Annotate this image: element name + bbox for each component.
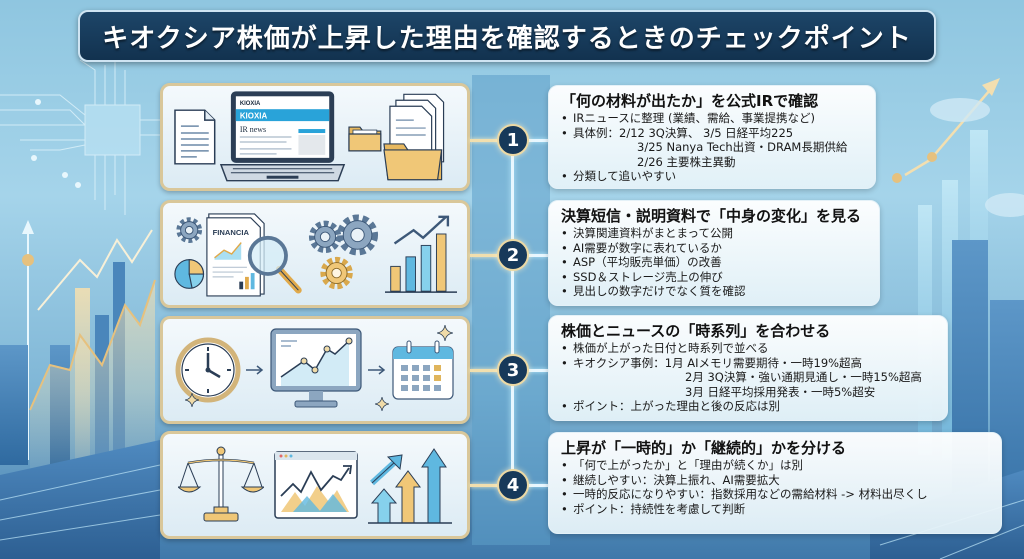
laptop-banner-text: KIOXIA [240,112,268,121]
report-label: FINANCIA [213,228,250,237]
arrow-right-icon [246,365,264,375]
step-3-illustration [160,316,470,424]
step-1-card: 「何の材料が出たか」を公式IRで確認 IRニュースに整理 (業績、需給、事業提携… [548,85,876,189]
step-4-bullet: ポイント：持続性を考慮して判断 [561,502,991,517]
bar-chart-up-icon [384,215,457,293]
arrow-right-icon [367,365,385,375]
gear-pie-icons [174,217,205,289]
sparkle-icon [375,397,389,411]
step-1-bullet-list: IRニュースに整理 (業績、需給、事業提携など) 具体例：2/12 3Q決算、 … [561,111,865,184]
pie-chart-icon [174,259,205,289]
step-4-bullet: 継続しやすい：決算上振れ、AI需要拡大 [561,473,991,488]
step-1-heading: 「何の材料が出たか」を公式IRで確認 [561,92,819,110]
step-2-connector-left [470,254,500,257]
step-1-number-badge: 1 [497,124,529,156]
step-1-continuation: 2/26 主要株主異動 [637,154,736,169]
timeline-spine [511,135,514,485]
step-3-bullet: ポイント：上がった理由と後の反応は別 [561,399,937,414]
document-stack-folder-icon [382,93,444,181]
step-2-bullet-list: 決算関連資料がまとまって公開 AI需要が数字に表れているか ASP（平均販売単価… [561,226,869,299]
rising-arrows-icon [368,448,453,524]
step-3-bullet: キオクシア事例：1月 AIメモリ需要期待・一時19%超高 [561,356,937,371]
gold-gear-icon [320,256,354,290]
sparkle-icon [437,325,453,341]
laptop-ir-news-text: IR news [240,125,266,134]
step-2-illustration: FINANCIA [160,200,470,308]
step-4-number-badge: 4 [497,469,529,501]
step-3-heading: 株価とニュースの「時系列」を合わせる [561,322,831,340]
gear-icon [176,217,203,244]
step-1-continuation: 3/25 Nanya Tech出資・DRAM長期供給 [637,140,848,154]
step-2-bullet: AI需要が数字に表れているか [561,241,869,256]
step-4-illustration [160,431,470,539]
clock-icon [175,337,241,403]
folder-icon [348,126,382,152]
step-4-bullet: 「何で上がったか」と「理由が続くか」は別 [561,458,991,473]
monitor-line-chart-icon [270,328,362,408]
page-title: キオクシア株価が上昇した理由を確認するときのチェックポイント [102,23,912,54]
magnifier-icon [248,235,303,294]
title-banner: キオクシア株価が上昇した理由を確認するときのチェックポイント [78,10,936,62]
balance-scale-icon [177,446,264,522]
step-4-connector-right [524,484,548,487]
step-1-connector-right [524,139,548,142]
step-2-bullet: 決算関連資料がまとまって公開 [561,226,869,241]
step-1-illustration: KIOXIA KIOXIA IR news [160,83,470,191]
step-3-connector-left [470,369,500,372]
step-2-number-badge: 2 [497,239,529,271]
step-4-bullet: 一時的反応になりやすい：指数採用などの需給材料 -> 材料出尽くし [561,487,991,502]
step-3-connector-right [524,369,548,372]
laptop-brand-text: KIOXIA [240,101,261,107]
step-1-bullet: IRニュースに整理 (業績、需給、事業提携など) [561,111,865,126]
step-3-number-badge: 3 [497,354,529,386]
step-3-continuation: 2月 3Q決算・強い通期見通し・一時15%超高 [685,370,922,384]
step-2-bullet: ASP（平均販売単価）の改善 [561,255,869,270]
step-4-connector-left [470,484,500,487]
step-2-card: 決算短信・説明資料で「中身の変化」を見る 決算関連資料がまとまって公開 AI需要… [548,200,880,306]
step-4-card: 上昇が「一時的」か「継続的」かを分ける 「何で上がったか」と「理由が続くか」は別… [548,432,1002,534]
step-4-heading: 上昇が「一時的」か「継続的」かを分ける [561,439,847,457]
browser-mountain-chart-icon [274,451,358,519]
step-1-connector-left [470,139,500,142]
step-2-connector-right [524,254,548,257]
step-3-card: 株価とニュースの「時系列」を合わせる 株価が上がった日付と時系列で並べる キオク… [548,315,948,421]
laptop-icon: KIOXIA KIOXIA IR news [219,91,345,182]
financial-report-magnifier-icon: FINANCIA [206,213,303,297]
step-3-continuation: 3月 日経平均採用発表・一時5%超安 [685,384,876,399]
step-1-bullet: 具体例：2/12 3Q決算、 3/5 日経平均225 [561,126,865,141]
step-2-bullet: 見出しの数字だけでなく質を確認 [561,284,869,299]
step-3-bullet: 株価が上がった日付と時系列で並べる [561,341,937,356]
sparkle-icon [185,393,199,407]
step-3-bullet-list: 株価が上がった日付と時系列で並べる キオクシア事例：1月 AIメモリ需要期待・一… [561,341,937,414]
gears-icon [309,214,379,290]
step-2-heading: 決算短信・説明資料で「中身の変化」を見る [561,207,862,225]
document-icon [174,109,216,165]
step-2-bullet: SSD＆ストレージ売上の伸び [561,270,869,285]
calendar-icon [391,340,454,400]
step-1-bullet: 分類して追いやすい [561,169,865,184]
step-4-bullet-list: 「何で上がったか」と「理由が続くか」は別 継続しやすい：決算上振れ、AI需要拡大… [561,458,991,516]
